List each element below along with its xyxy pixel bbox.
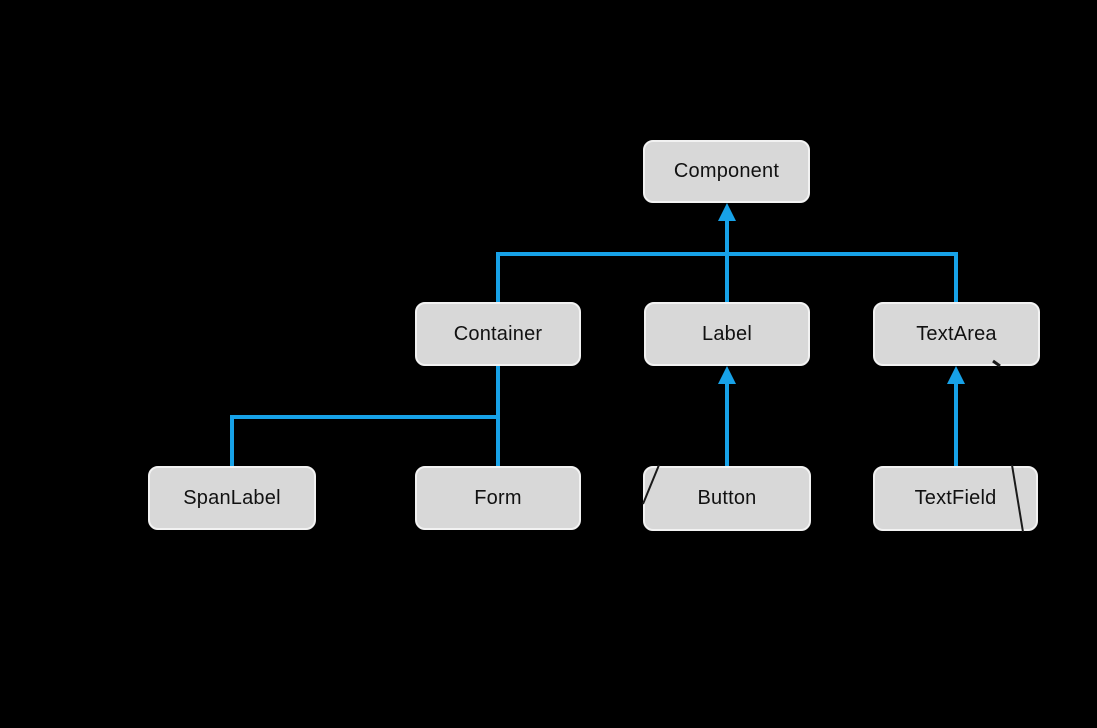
node-spanlabel: SpanLabel — [148, 466, 316, 530]
edge-bus-row3-to-container — [230, 415, 500, 419]
arrowhead-up-component-icon — [718, 203, 736, 221]
edge-textarea-stub-up — [954, 252, 958, 304]
node-textfield-label: TextField — [914, 487, 997, 509]
edge-arrow-shaft-to-component — [725, 219, 729, 256]
edge-arrow-shaft-button-label — [725, 382, 729, 466]
edge-container-stub-up — [496, 252, 500, 304]
node-label: Label — [644, 302, 810, 366]
edge-spanlabel-stub-up — [230, 415, 234, 466]
edge-arrow-shaft-textfield-textarea — [954, 382, 958, 466]
arrowhead-up-textarea-icon — [947, 366, 965, 384]
node-label-label: Label — [702, 322, 752, 345]
node-component-label: Component — [673, 160, 780, 182]
node-textarea-label: TextArea — [916, 322, 997, 345]
node-form: Form — [415, 466, 581, 530]
node-textarea: TextArea — [873, 302, 1040, 366]
edge-label-stub-up — [725, 252, 729, 304]
node-spanlabel-label: SpanLabel — [183, 486, 281, 509]
node-textfield: TextField — [873, 466, 1038, 531]
node-form-label: Form — [474, 486, 522, 509]
node-container-label: Container — [453, 322, 543, 345]
node-container: Container — [415, 302, 581, 366]
arrowhead-up-label-icon — [718, 366, 736, 384]
node-button: Button — [643, 466, 811, 531]
node-component: Component — [643, 140, 810, 203]
node-button-label: Button — [697, 487, 757, 509]
